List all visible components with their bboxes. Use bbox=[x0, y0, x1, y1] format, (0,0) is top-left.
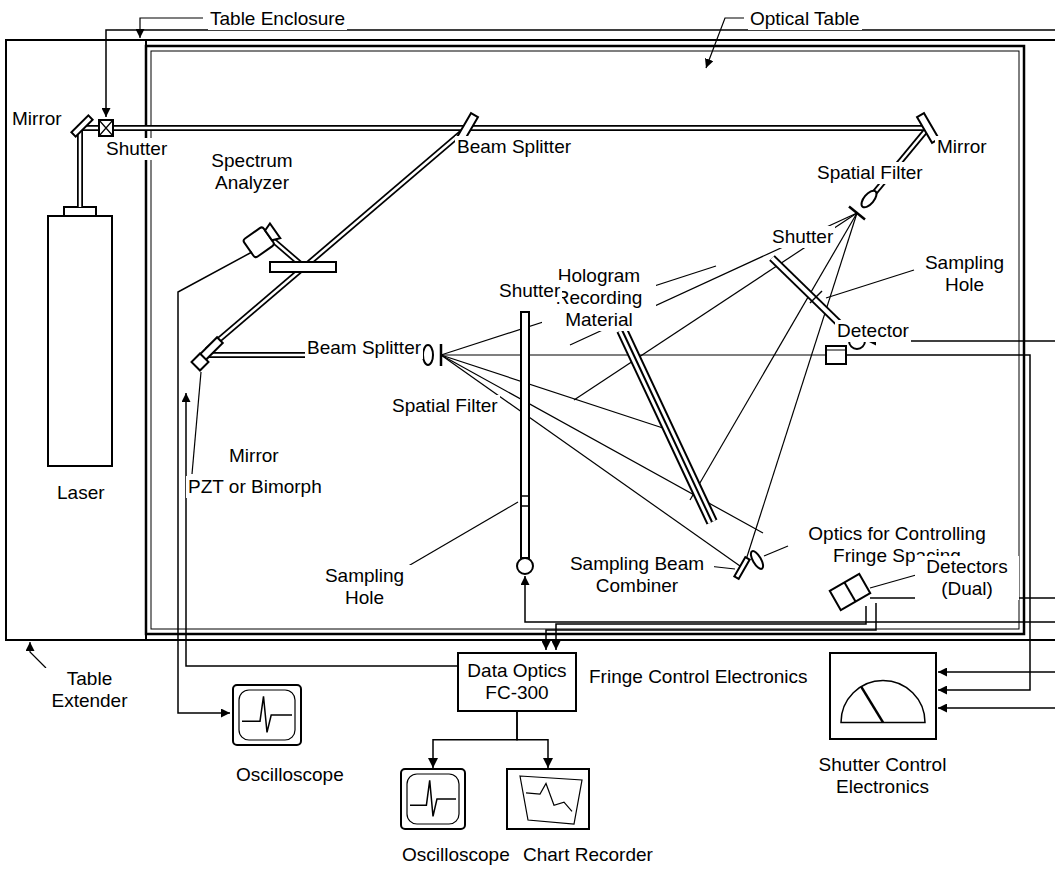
box-heading: Fringe Control Electronics bbox=[589, 666, 808, 688]
signal-wire bbox=[517, 712, 548, 768]
instrument-drawing bbox=[232, 684, 302, 746]
part-label: Spatial Filter bbox=[815, 162, 925, 184]
box-text: Data Optics FC-300 bbox=[463, 660, 571, 704]
part-label: Table Extender bbox=[40, 668, 139, 712]
signal-wire bbox=[433, 712, 517, 768]
part-label: Mirror bbox=[935, 136, 989, 158]
part-label: Shutter bbox=[104, 138, 169, 160]
instrument: Chart Recorder bbox=[506, 768, 651, 866]
control-box: Data Optics FC-300Fringe Control Electro… bbox=[457, 652, 577, 712]
instrument-label: Shutter Control Electronics bbox=[815, 754, 950, 798]
instrument-label: Oscilloscope bbox=[400, 844, 520, 866]
part-label: Spectrum Analyzer bbox=[195, 150, 309, 194]
part-label: Detector bbox=[835, 320, 911, 342]
part-label: Mirror bbox=[10, 108, 64, 130]
part-label: PZT or Bimorph bbox=[186, 476, 324, 498]
instrument-drawing bbox=[400, 768, 466, 830]
part-label: Mirror bbox=[227, 445, 281, 467]
part-label: Sampling Beam Combiner bbox=[560, 553, 714, 597]
part-label: Table Enclosure bbox=[208, 8, 347, 30]
instrument-drawing bbox=[815, 652, 950, 740]
part-label: Beam Splitter bbox=[305, 337, 423, 359]
instrument: Shutter Control Electronics bbox=[815, 652, 950, 798]
instrument: Oscilloscope bbox=[232, 684, 352, 786]
part-label: Laser bbox=[55, 482, 107, 504]
part-label: Shutter bbox=[497, 280, 562, 302]
part-label: Sampling Hole bbox=[315, 565, 414, 609]
part-label: Optical Table bbox=[748, 8, 862, 30]
part-label: Shutter bbox=[770, 226, 835, 248]
instrument-label: Chart Recorder bbox=[506, 844, 651, 866]
instrument-drawing bbox=[506, 768, 590, 830]
part-label: Detectors (Dual) bbox=[915, 556, 1019, 600]
part-label: Beam Splitter bbox=[455, 136, 573, 158]
part-label: Sampling Hole bbox=[915, 252, 1014, 296]
part-label: Spatial Filter bbox=[390, 395, 500, 417]
instrument: Oscilloscope bbox=[400, 768, 520, 866]
instrument-label: Oscilloscope bbox=[232, 764, 352, 786]
